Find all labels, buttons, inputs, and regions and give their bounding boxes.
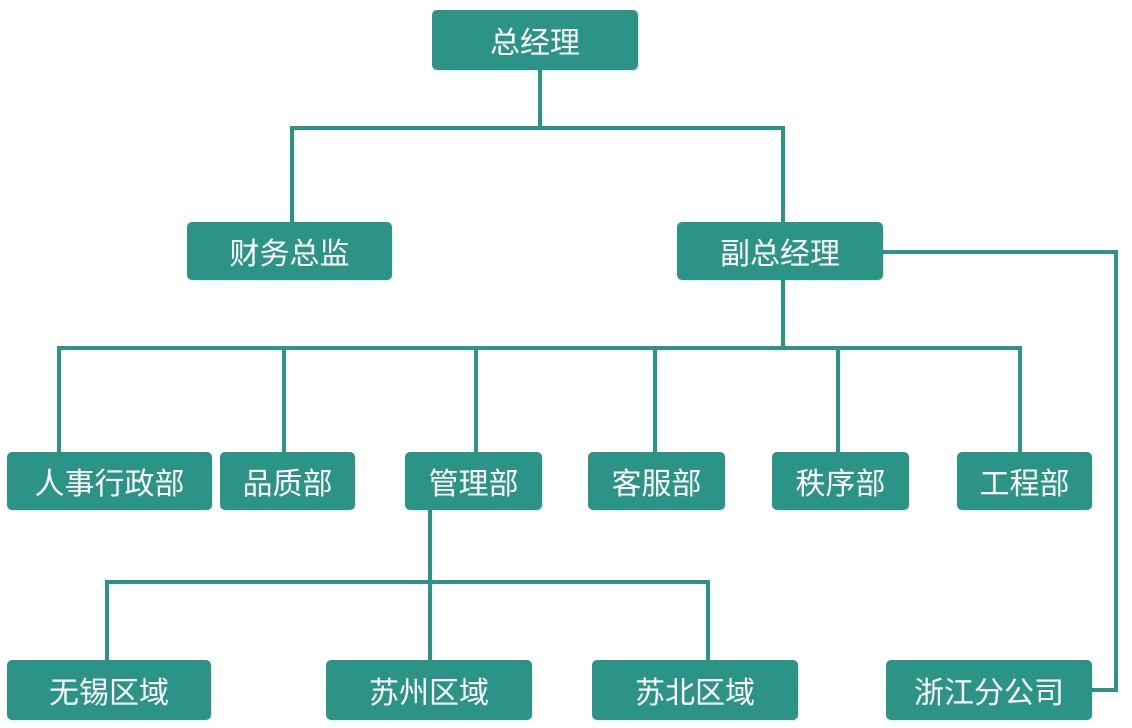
node-suzhou-region: 苏州区域 <box>326 660 532 720</box>
node-hr-admin-dept: 人事行政部 <box>7 452 212 510</box>
node-engineering-dept: 工程部 <box>957 452 1092 510</box>
node-subei-region: 苏北区域 <box>592 660 798 720</box>
node-order-dept: 秩序部 <box>772 452 909 510</box>
connector-deputy-to-departments <box>57 278 1022 454</box>
node-deputy-general-manager: 副总经理 <box>677 222 883 280</box>
node-customer-service-dept: 客服部 <box>588 452 725 510</box>
connector-deputy-to-zhejiang <box>882 250 1118 692</box>
node-management-dept: 管理部 <box>405 452 542 510</box>
node-finance-director: 财务总监 <box>187 222 392 280</box>
connector-management-to-regions <box>105 510 710 662</box>
node-quality-dept: 品质部 <box>220 452 355 510</box>
node-zhejiang-branch: 浙江分公司 <box>886 660 1092 720</box>
connector-ceo-to-level2 <box>290 68 785 222</box>
node-wuxi-region: 无锡区域 <box>7 660 211 720</box>
node-general-manager: 总经理 <box>432 10 638 70</box>
